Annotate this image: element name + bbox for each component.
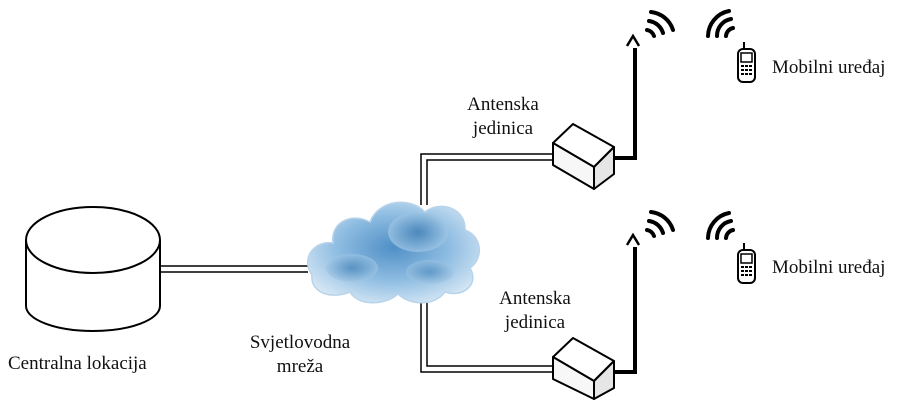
mobile-device-label-lower: Mobilni uređaj bbox=[772, 257, 886, 278]
antenna-mast-icon bbox=[614, 232, 641, 374]
wireless-signal-icon bbox=[645, 210, 675, 238]
antenna-unit-label-line2: jedinica bbox=[504, 312, 566, 333]
central-location-label: Centralna lokacija bbox=[8, 353, 147, 374]
mobile-phone-icon bbox=[737, 42, 756, 83]
fiber-link-central bbox=[160, 265, 308, 273]
antenna-unit-label-line1: Antenska bbox=[467, 94, 539, 115]
antenna-unit-label-line1: Antenska bbox=[499, 288, 571, 309]
database-cylinder-icon bbox=[25, 206, 161, 332]
network-cloud-icon bbox=[306, 201, 480, 304]
fiber-network-label-line2: mreža bbox=[276, 356, 324, 377]
mobile-device-label-upper: Mobilni uređaj bbox=[772, 57, 886, 78]
mobile-phone-icon bbox=[737, 243, 756, 284]
wireless-signal-icon bbox=[706, 211, 735, 240]
fiber-network-label: Svjetlovodna mreža bbox=[237, 331, 363, 379]
fiber-network-label-line1: Svjetlovodna bbox=[249, 332, 351, 353]
wireless-signal-icon bbox=[706, 9, 735, 38]
antenna-unit-box-icon bbox=[552, 337, 615, 400]
antenna-unit-label-lower: Antenska jedinica bbox=[487, 287, 583, 335]
antenna-unit-label-upper: Antenska jedinica bbox=[455, 93, 551, 141]
fiber-link-upper bbox=[420, 153, 553, 205]
wireless-signal-icon bbox=[645, 10, 675, 38]
antenna-unit-label-line2: jedinica bbox=[472, 118, 534, 139]
antenna-mast-icon bbox=[614, 33, 641, 160]
fiber-link-lower bbox=[420, 300, 553, 373]
antenna-unit-box-icon bbox=[552, 123, 615, 190]
